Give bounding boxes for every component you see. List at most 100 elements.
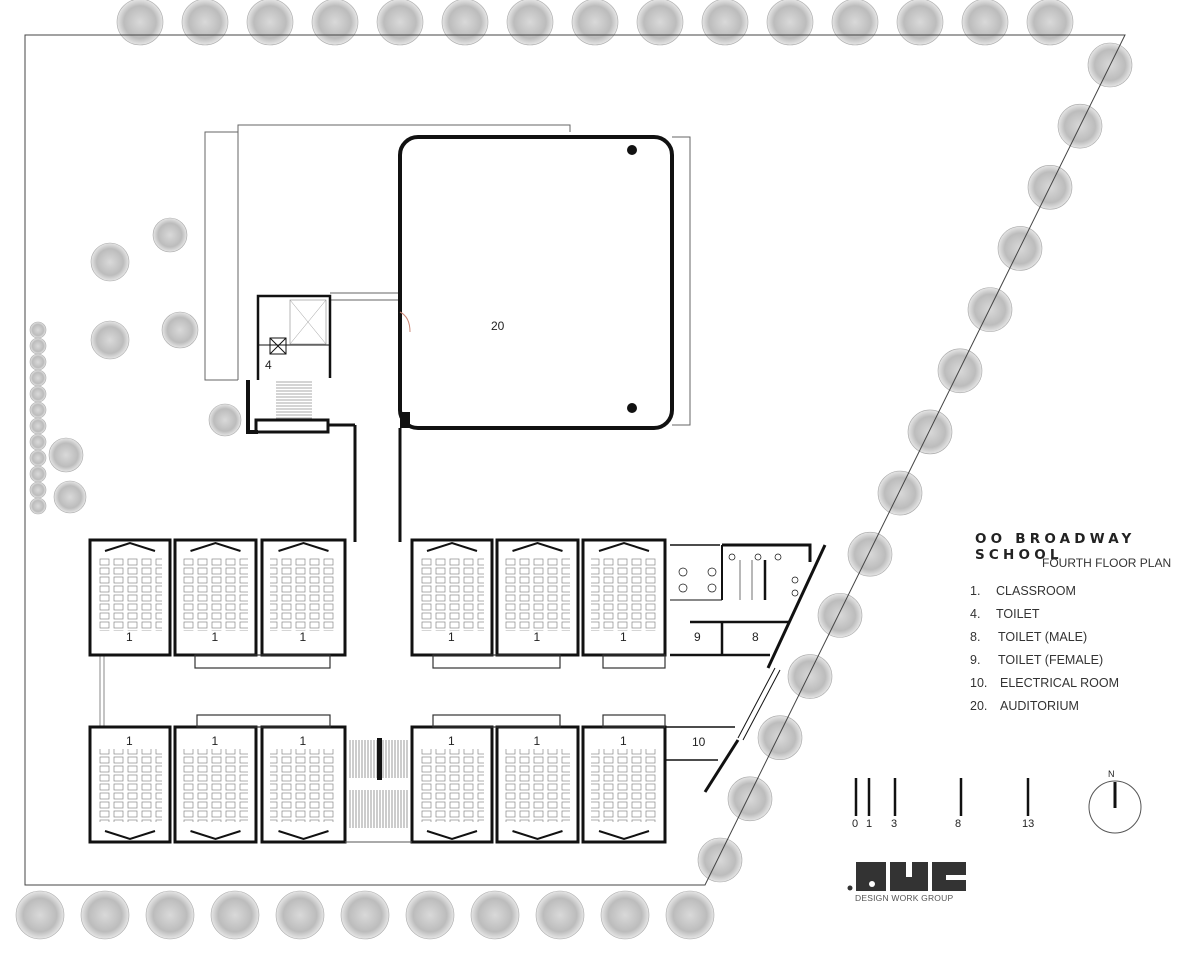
logo-text: DESIGN WORK GROUP	[855, 893, 954, 903]
tree-icon	[600, 890, 650, 940]
legend-label: ELECTRICAL ROOM	[1000, 676, 1120, 690]
tree-icon	[208, 403, 242, 437]
classroom: 1	[173, 725, 258, 844]
room-label-classroom: 1	[620, 734, 627, 748]
tree-icon	[29, 385, 47, 403]
tree-icon	[757, 715, 803, 760]
legend-num: 10.	[970, 676, 988, 690]
tree-icon	[506, 0, 554, 46]
legend: 1.CLASSROOM 4.TOILET 8.TOILET (MALE) 9.T…	[970, 584, 1119, 722]
tree-icon	[441, 0, 489, 46]
window	[602, 714, 666, 728]
column	[627, 145, 637, 155]
classroom: 1	[495, 538, 580, 657]
tree-icon	[152, 217, 188, 253]
auditorium	[398, 135, 674, 430]
tree-icon	[29, 465, 47, 483]
room-label-toilet: 4	[265, 358, 272, 372]
scale-bar	[854, 778, 1030, 816]
scale-label: 1	[866, 818, 873, 830]
room-label-classroom: 1	[300, 734, 307, 748]
window	[432, 714, 561, 728]
window	[602, 654, 666, 669]
tree-icon	[210, 890, 260, 940]
window	[196, 714, 331, 728]
tree-icon	[877, 470, 923, 516]
tree-icon	[90, 320, 130, 360]
north-label: N	[1108, 769, 1115, 779]
classroom: 1	[581, 538, 667, 657]
tree-icon	[766, 0, 814, 46]
classroom: 1	[88, 538, 172, 657]
scale-label: 8	[955, 818, 962, 830]
tree-icon	[15, 890, 65, 940]
staircase	[276, 381, 312, 419]
tree-icon	[80, 890, 130, 940]
tree-icon	[29, 417, 47, 435]
tree-icon	[48, 437, 84, 473]
legend-item: 20. AUDITORIUM	[970, 699, 1119, 722]
roof-outline	[204, 124, 691, 426]
tree-icon	[1026, 0, 1074, 46]
room-label-classroom: 1	[534, 630, 541, 644]
legend-item: 4. TOILET	[970, 607, 1119, 630]
scale-label: 13	[1022, 818, 1035, 830]
tree-icon	[181, 0, 229, 46]
legend-num: 1.	[970, 584, 981, 598]
room-label-classroom: 1	[300, 630, 307, 644]
stair-core	[246, 294, 332, 434]
room-label-classroom: 1	[620, 630, 627, 644]
room-label-classroom: 1	[448, 734, 455, 748]
tree-icon	[701, 0, 749, 46]
tree-icon	[937, 348, 983, 394]
tree-icon	[697, 837, 743, 883]
tree-icon	[967, 287, 1013, 332]
tree-icon	[535, 890, 585, 940]
tree-icon	[161, 311, 199, 349]
classroom: 1	[88, 725, 172, 844]
legend-num: 20.	[970, 699, 988, 713]
tree-icon	[246, 0, 294, 46]
plan-title: FOURTH FLOOR PLAN	[1042, 556, 1172, 570]
tree-icon	[29, 369, 47, 387]
north-arrow-icon	[1088, 780, 1142, 834]
legend-item: 8.TOILET (MALE)	[970, 630, 1119, 653]
tree-icon	[29, 449, 47, 467]
tree-icon	[53, 480, 87, 514]
tree-icon	[29, 497, 47, 515]
tree-icon	[665, 890, 715, 940]
tree-icon	[907, 409, 953, 455]
legend-num: 4.	[970, 607, 981, 621]
tree-icon	[29, 481, 47, 499]
tree-icon	[29, 433, 47, 451]
scale-label: 3	[891, 818, 898, 830]
room-label-toilet-female: 9	[694, 630, 701, 644]
legend-item: 1.CLASSROOM	[970, 584, 1119, 607]
room-label-classroom: 1	[534, 734, 541, 748]
tree-icon	[311, 0, 359, 46]
toilet-block	[665, 543, 827, 793]
tree-icon	[727, 776, 773, 822]
tree-icon	[29, 321, 47, 339]
tree-icon	[29, 353, 47, 371]
classroom: 1	[581, 725, 667, 844]
legend-label: TOILET	[996, 607, 1040, 621]
corridor-walls	[99, 423, 402, 727]
tree-icon	[145, 890, 195, 940]
tree-icon	[470, 890, 520, 940]
legend-label: TOILET (FEMALE)	[998, 653, 1104, 667]
tree-icon	[817, 593, 863, 638]
tree-icon	[116, 0, 164, 46]
classroom: 1	[495, 725, 580, 844]
classroom: 1	[260, 725, 347, 844]
tree-icon	[787, 654, 833, 699]
tree-icon	[29, 337, 47, 355]
tree-icon	[636, 0, 684, 46]
room-label-auditorium: 20	[491, 319, 505, 333]
legend-label: TOILET (MALE)	[998, 630, 1088, 644]
scale-label: 0	[852, 818, 859, 830]
legend-label: AUDITORIUM	[1000, 699, 1079, 713]
room-label-classroom: 1	[448, 630, 455, 644]
room-label-classroom: 1	[212, 630, 219, 644]
tree-icon	[275, 890, 325, 940]
